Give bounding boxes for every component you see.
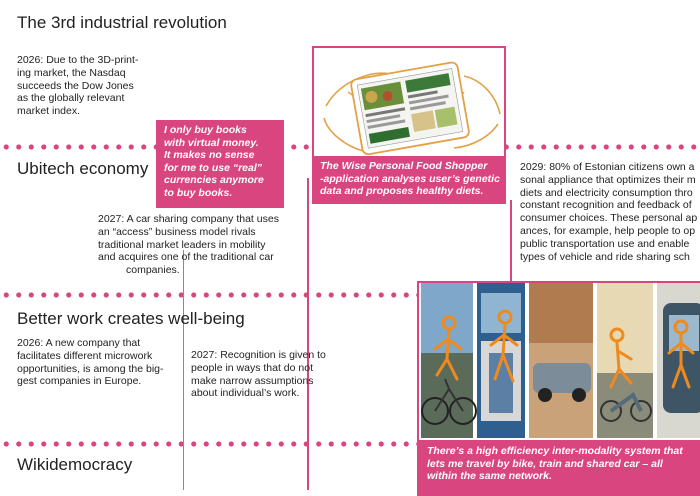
food-shopper-illustration-frame: The Wise Personal Food Shopper -applicat… xyxy=(312,46,506,204)
callout-virtual-money-books: I only buy books with virtual money. It … xyxy=(156,120,284,208)
tablet-hands-illustration xyxy=(323,61,501,156)
text-recognition: 2027: Recognition is given to people in … xyxy=(191,349,326,400)
heading-industrial-revolution: The 3rd industrial revolution xyxy=(17,13,227,32)
heading-wikidemocracy: Wikidemocracy xyxy=(17,455,133,474)
text-nasdaq: 2026: Due to the 3D-print- ing market, t… xyxy=(17,54,139,118)
callout-food-shopper: The Wise Personal Food Shopper -applicat… xyxy=(314,156,504,202)
mobility-photo-collage-frame: There’s a high efficiency inter-modality… xyxy=(417,281,700,496)
text-estonia: 2029: 80% of Estonian citizens own a son… xyxy=(520,161,698,263)
callout-inter-modality: There’s a high efficiency inter-modality… xyxy=(419,440,700,494)
timeline-line-center xyxy=(307,178,309,490)
timeline-line-right xyxy=(510,200,512,290)
heading-ubitech-economy: Ubitech economy xyxy=(17,159,149,178)
timeline-line-left xyxy=(183,250,185,490)
text-microwork: 2026: A new company that facilitates dif… xyxy=(17,337,164,388)
dotted-divider-3 xyxy=(0,441,700,447)
dotted-divider-2 xyxy=(0,292,700,298)
mobility-photo-collage xyxy=(421,283,700,438)
text-car-sharing: 2027: A car sharing company that uses an… xyxy=(98,213,279,277)
heading-better-work: Better work creates well-being xyxy=(17,309,245,328)
